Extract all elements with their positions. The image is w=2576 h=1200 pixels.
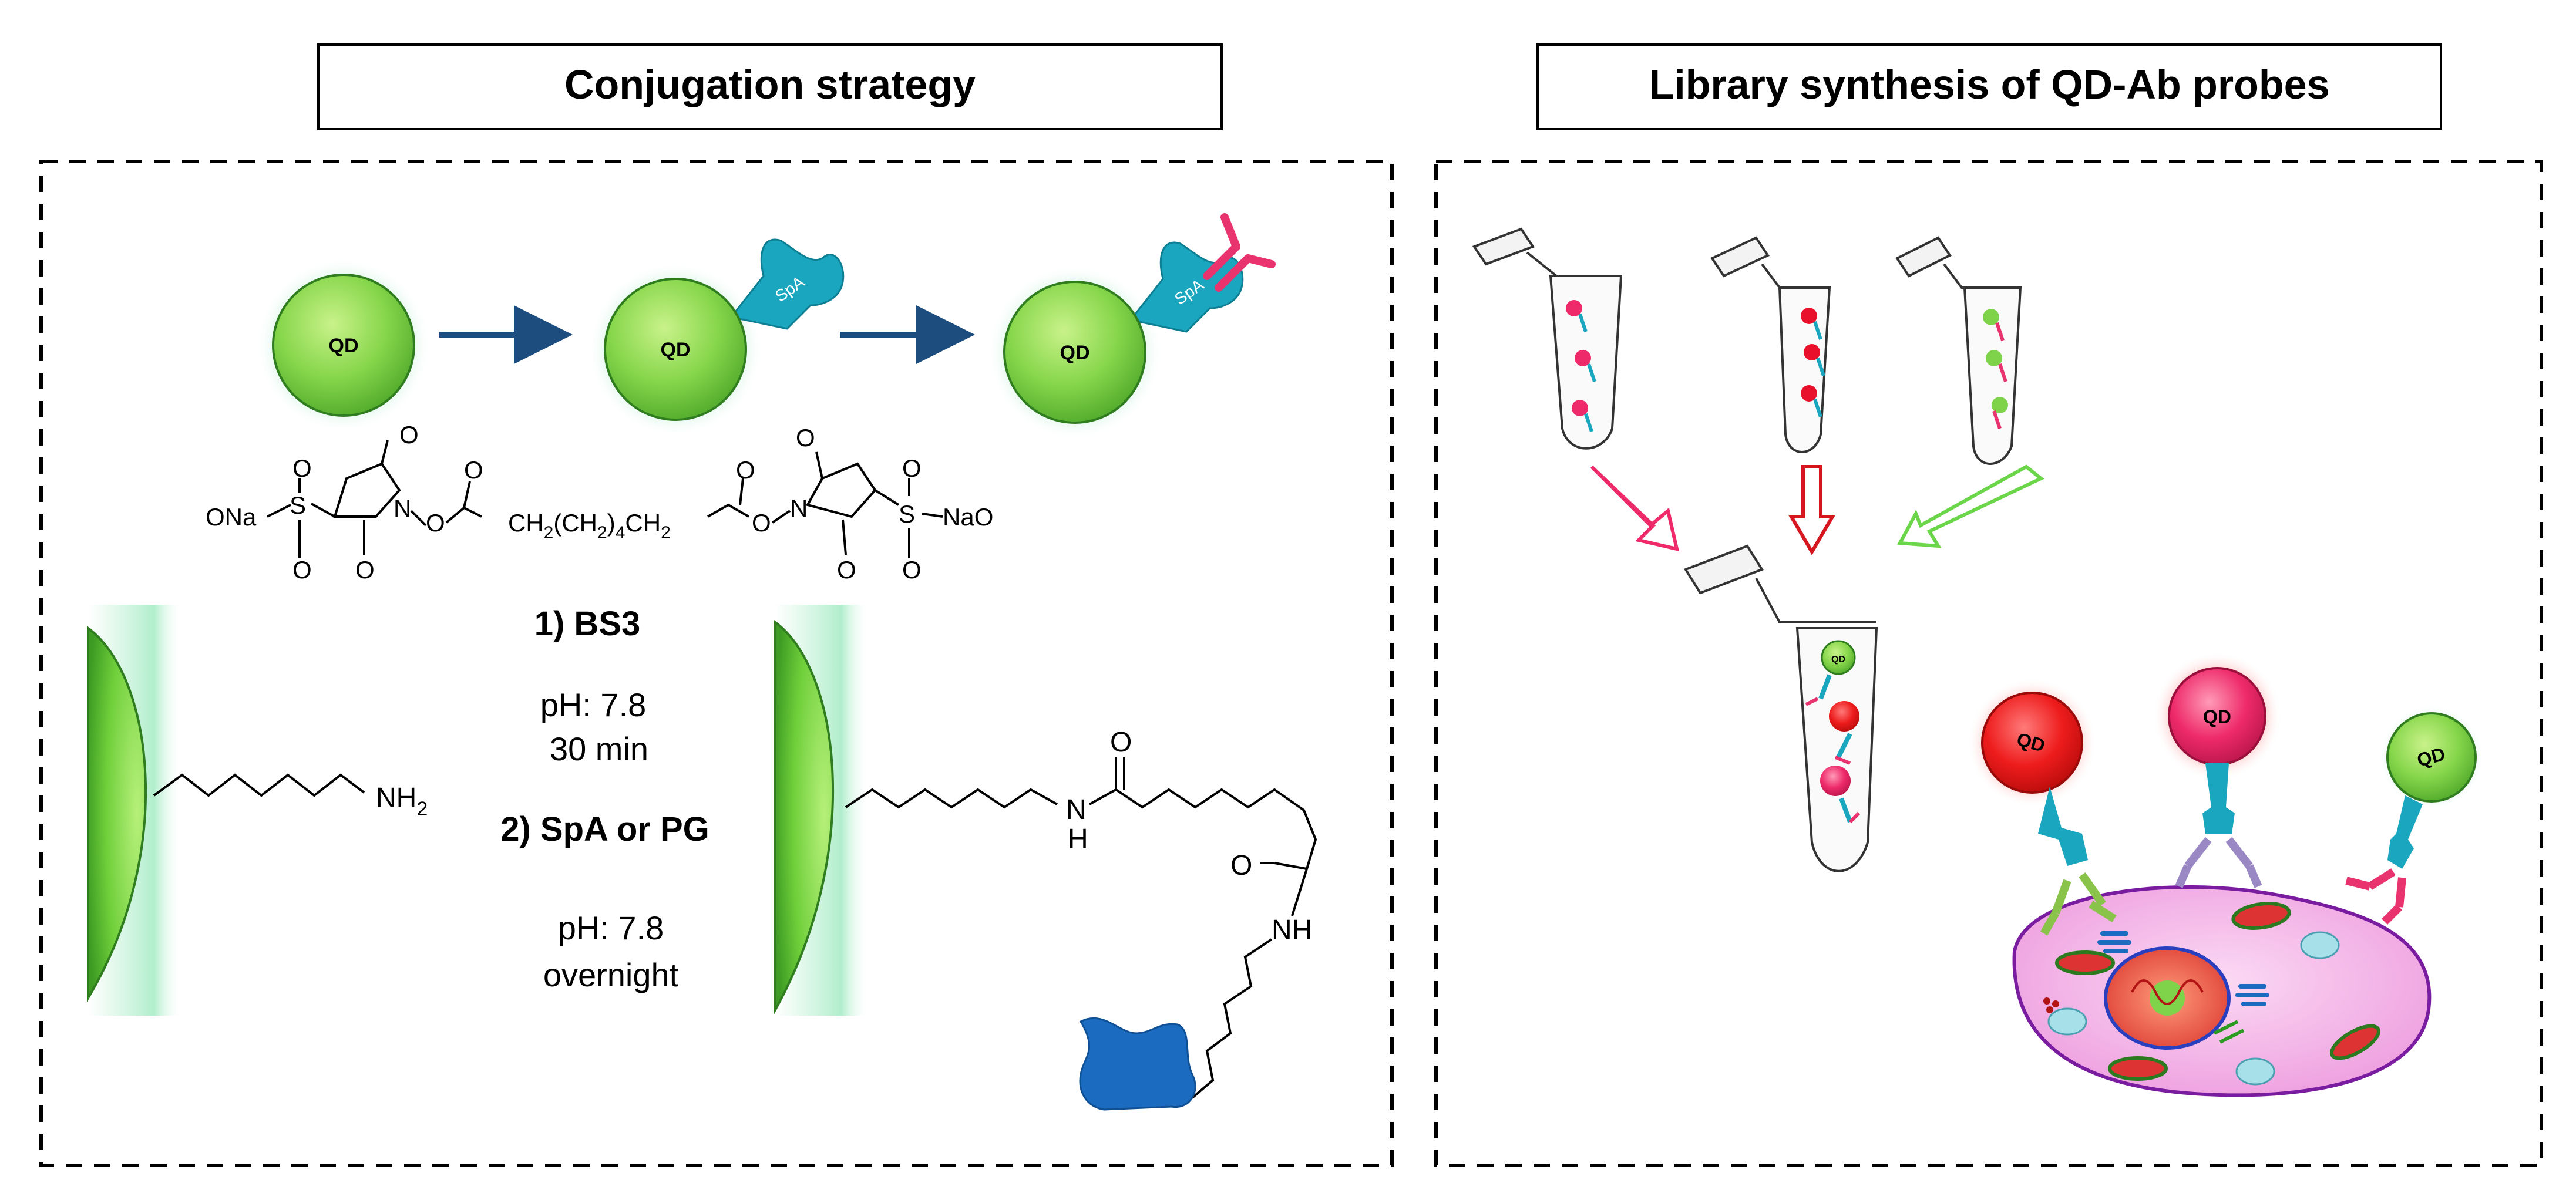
amine-linker (153, 773, 365, 797)
probe-pink: QD (2153, 652, 2282, 888)
arrow-pink-to-mix (1590, 465, 1680, 552)
mitochondrion (2330, 1024, 2380, 1060)
chem-o: O (796, 424, 815, 451)
chem-s-right: S (899, 500, 915, 528)
chem-o: O (902, 454, 922, 482)
golgi (2097, 931, 2269, 1006)
qd-spa: QD SpA (587, 238, 845, 437)
chem-o: O (736, 456, 755, 484)
chem-o: O (292, 556, 312, 584)
chem-o: O (399, 421, 419, 449)
qd-label: QD (329, 335, 359, 357)
amide-n: N (1066, 794, 1087, 825)
step2-label: 2) SpA or PG (500, 810, 709, 848)
step1-time: 30 min (550, 730, 648, 767)
chem-o: O (902, 556, 922, 584)
step1-ph: pH: 7.8 (540, 686, 647, 723)
cell (2012, 885, 2432, 1097)
mitochondrion (2231, 902, 2291, 930)
chem-o: O (464, 456, 483, 484)
mitochondrion (2108, 1056, 2168, 1081)
amide-o: O (1110, 727, 1132, 758)
arrow-green-to-mix (1897, 464, 2044, 548)
chem-o: O (752, 509, 771, 537)
qd-spa-antibody: QD SpA (987, 213, 1276, 440)
left-panel-title: Conjugation strategy (564, 62, 976, 107)
tube-red (1710, 236, 1831, 453)
amide-h: H (1068, 824, 1088, 855)
qd-bare: QD (255, 257, 432, 433)
vacuole (2047, 1007, 2087, 1036)
probe-red: QD (1968, 678, 2117, 936)
tube-green (1895, 236, 2022, 465)
vacuole (2300, 931, 2340, 959)
chem-nao: NaO (943, 503, 993, 531)
antibody (1203, 213, 1276, 292)
arrow-red-to-mix (1788, 465, 1836, 555)
amide2-o: O (1230, 850, 1252, 881)
mini-qd-label: QD (1831, 655, 1845, 665)
er (2213, 1020, 2245, 1044)
qd-surface-left: NH2 (87, 605, 428, 1016)
amide-linker (845, 788, 1058, 809)
step1-label: 1) BS3 (534, 605, 641, 643)
bs3-structure: ONa S O O O N O O O CH2(CH2)4CH2 (206, 421, 993, 584)
left-panel-border (39, 160, 1394, 1167)
tube-mixed: QD (1684, 544, 1878, 872)
chem-n: N (790, 494, 808, 522)
right-panel-border (1434, 160, 2543, 1167)
chem-chain: CH2(CH2)4CH2 (508, 509, 671, 542)
vacuole (2235, 1057, 2275, 1086)
qd-label: QD (661, 339, 691, 361)
amide2-nh: NH (1272, 915, 1312, 946)
chem-s-left: S (290, 491, 306, 519)
right-panel: Library synthesis of QD-Ab probes (1434, 43, 2543, 1167)
chem-o: O (355, 556, 375, 584)
qd-label: QD (1060, 342, 1090, 364)
amine-label: NH2 (376, 783, 428, 820)
chem-o: O (426, 509, 445, 537)
probe-green: QD (2345, 705, 2484, 925)
right-panel-title: Library synthesis of QD-Ab probes (1649, 62, 2329, 107)
left-title-box: Conjugation strategy (317, 43, 1223, 130)
step2-ph: pH: 7.8 (558, 909, 664, 946)
chem-o: O (837, 556, 856, 584)
chem-ona: ONa (206, 503, 257, 531)
chem-o: O (292, 454, 312, 482)
step2-time: overnight (543, 956, 679, 993)
qd-surface-right: N H O O NH (774, 605, 1317, 1111)
spa-protein (729, 238, 845, 330)
chem-n: N (394, 494, 411, 522)
protein-blob (1079, 1017, 1196, 1111)
right-title-box: Library synthesis of QD-Ab probes (1536, 43, 2442, 130)
reaction-conditions: 1) BS3 pH: 7.8 30 min 2) SpA or PG pH: 7… (500, 605, 709, 993)
ribosomes (2043, 997, 2059, 1013)
tube-pink (1472, 227, 1623, 450)
mitochondrion (2055, 950, 2115, 975)
qd-label: QD (2203, 706, 2231, 727)
left-panel: Conjugation strategy QD QD SpA QD SpA (39, 43, 1394, 1167)
